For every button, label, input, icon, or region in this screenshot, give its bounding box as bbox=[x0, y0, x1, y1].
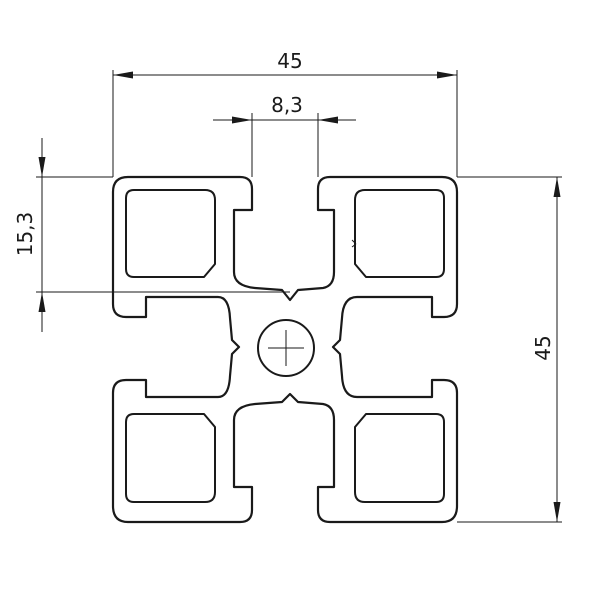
overall-height-label: 45 bbox=[531, 335, 555, 360]
top-left-chamber bbox=[125, 189, 216, 278]
slot-arrow-right bbox=[318, 116, 338, 124]
height-arrow-bottom bbox=[553, 502, 561, 522]
bottom-right-chamber bbox=[354, 413, 445, 503]
center-bore bbox=[257, 319, 315, 377]
offset-arrow-top bbox=[38, 157, 46, 177]
offset-arrow-bottom bbox=[38, 292, 46, 312]
overall-width-label: 45 bbox=[277, 49, 302, 73]
chamber-mark bbox=[351, 239, 357, 248]
profile-outline bbox=[111, 175, 459, 524]
width-arrow-right bbox=[437, 71, 457, 79]
slot-width-label: 8,3 bbox=[271, 93, 303, 117]
width-arrow-left bbox=[113, 71, 133, 79]
top-right-chamber bbox=[354, 189, 445, 278]
slot-arrow-left bbox=[232, 116, 252, 124]
offset-height-label: 15,3 bbox=[13, 212, 37, 257]
height-arrow-top bbox=[553, 177, 561, 197]
bottom-left-chamber bbox=[125, 413, 216, 503]
